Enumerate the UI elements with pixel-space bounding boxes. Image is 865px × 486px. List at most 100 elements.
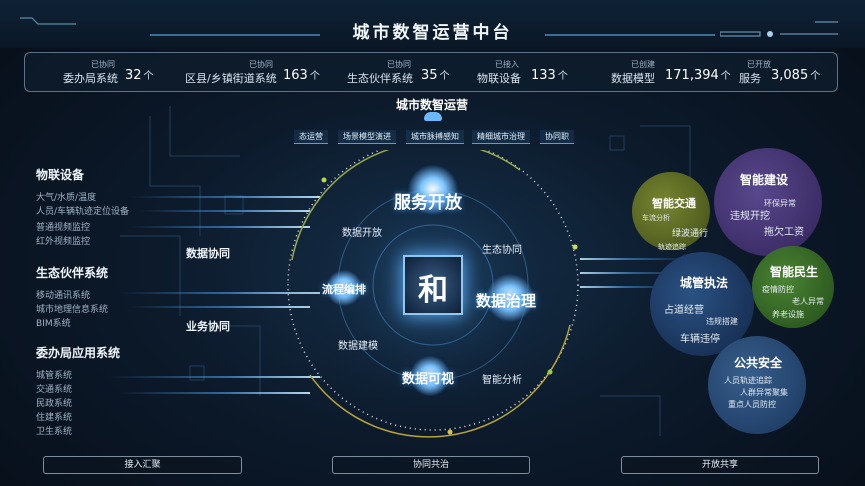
node-process-orchestration[interactable]: 流程编排 [322, 283, 366, 296]
list-item: 普通视频监控 [36, 223, 91, 233]
bubble-urban-enforcement[interactable] [650, 252, 754, 356]
light-beam [110, 376, 320, 378]
stat-label: 数据模型 [611, 72, 655, 85]
stat-label: 区县/乡镇街道系统 [185, 72, 277, 85]
bubble-item: 疫情防控 [762, 285, 794, 294]
bubble-item: 车辆违停 [680, 334, 720, 345]
list-item: 大气/水质/温度 [36, 193, 97, 203]
scenario-chip[interactable]: 场景模型演进 [338, 130, 396, 144]
flow-label-business-collab: 业务协同 [186, 320, 230, 333]
label-data-modeling: 数据建模 [338, 341, 378, 352]
bubble-title: 城管执法 [680, 276, 729, 290]
list-item: 交通系统 [36, 385, 73, 395]
bubble-item: 绿波通行 [672, 229, 709, 239]
header-left-ornament-icon [20, 17, 76, 25]
node-data-governance[interactable]: 数据治理 [476, 292, 537, 310]
open-sharing-button[interactable]: 开放共享 [621, 456, 819, 474]
node-glow [486, 274, 534, 322]
core-character: 和 [418, 273, 448, 308]
bubble-item: 养老设施 [772, 310, 804, 319]
section-title-iot: 物联设备 [36, 168, 85, 182]
list-item: 住建系统 [36, 413, 73, 423]
bubble-item: 人群异常聚集 [740, 388, 788, 397]
bubble-item: 老人异常 [792, 297, 824, 306]
light-beam [130, 196, 320, 198]
section-title-partners: 生态伙伴系统 [36, 266, 109, 280]
bubble-smart-livelihood[interactable] [752, 246, 834, 328]
bubble-item: 轨迹追踪 [658, 243, 686, 251]
label-smart-analysis: 智能分析 [482, 375, 522, 386]
scenario-chip[interactable]: 态运营 [294, 130, 328, 144]
bubble-title: 公共安全 [734, 356, 783, 370]
bubble-item: 违规搭建 [706, 317, 738, 326]
bubble-title: 智能建设 [740, 173, 789, 187]
stat-prefix: 已开放 [747, 60, 771, 69]
page-title: 城市数智运营中台 [352, 23, 513, 43]
scenario-chip[interactable]: 精细城市治理 [472, 130, 530, 144]
node-service-open[interactable]: 服务开放 [394, 193, 462, 213]
stat-prefix: 已协同 [249, 60, 273, 69]
list-item: 卫生系统 [36, 427, 73, 437]
stat-prefix: 已协同 [91, 60, 115, 69]
title-decoration-left [150, 34, 320, 36]
light-beam [580, 286, 680, 288]
bubble-item: 重点人员防控 [728, 400, 776, 409]
bubble-item: 违规开挖 [730, 211, 770, 222]
list-item: 人员/车辆轨迹定位设备 [36, 207, 130, 217]
node-glow [408, 165, 458, 215]
bubble-item: 车流分析 [642, 214, 670, 222]
list-item: BIM系统 [36, 319, 71, 329]
scenario-chip[interactable]: 城市脉搏感知 [406, 130, 464, 144]
light-beam [120, 292, 320, 294]
label-eco-collab: 生态协同 [482, 245, 522, 256]
node-glow [410, 356, 450, 396]
flow-label-data-collab: 数据协同 [186, 247, 230, 260]
collaborative-governance-button[interactable]: 协同共治 [332, 456, 530, 474]
core-chip: 和 [403, 255, 463, 315]
header-bar: 城市数智运营中台 [0, 0, 865, 48]
stat-label: 物联设备 [477, 72, 521, 85]
light-beam [120, 392, 310, 394]
stat-label: 委办局系统 [63, 72, 118, 85]
bubble-item: 人员轨迹追踪 [724, 376, 772, 385]
bubble-smart-construction[interactable] [714, 148, 822, 256]
list-item: 城市地理信息系统 [36, 305, 109, 315]
light-beam [130, 306, 310, 308]
scenario-chip[interactable]: 协同职 [540, 130, 574, 144]
header-right-ornament-icon [720, 21, 838, 37]
bubble-title: 智能交通 [652, 197, 696, 210]
bubble-public-safety[interactable] [708, 336, 806, 434]
light-beam [580, 258, 690, 260]
stat-prefix: 已协同 [387, 60, 411, 69]
bubble-title: 智能民生 [770, 265, 819, 279]
title-decoration-right [545, 34, 715, 36]
stat-prefix: 已接入 [495, 60, 519, 69]
center-title: 城市数智运营 [395, 98, 468, 112]
bubble-item: 环保异常 [764, 199, 796, 208]
list-item: 城管系统 [36, 371, 73, 381]
node-glow [326, 270, 362, 306]
list-item: 民政系统 [36, 399, 73, 409]
ingest-aggregate-button[interactable]: 接入汇聚 [43, 456, 242, 474]
node-data-visual[interactable]: 数据可视 [402, 372, 455, 387]
stat-label: 服务 [739, 72, 761, 85]
bubble-smart-traffic[interactable] [632, 172, 710, 250]
bubble-item: 拖欠工资 [764, 227, 804, 238]
label-data-open: 数据开放 [342, 228, 382, 239]
stat-prefix: 已创建 [631, 60, 655, 69]
cloud-icon [424, 112, 442, 121]
light-beam [130, 226, 310, 228]
light-beam [140, 210, 310, 212]
bubble-item: 占道经营 [664, 305, 704, 316]
stat-label: 生态伙伴系统 [347, 72, 413, 85]
list-item: 移动通讯系统 [36, 291, 91, 301]
light-beam [580, 272, 690, 274]
section-title-bureau: 委办局应用系统 [36, 346, 121, 360]
